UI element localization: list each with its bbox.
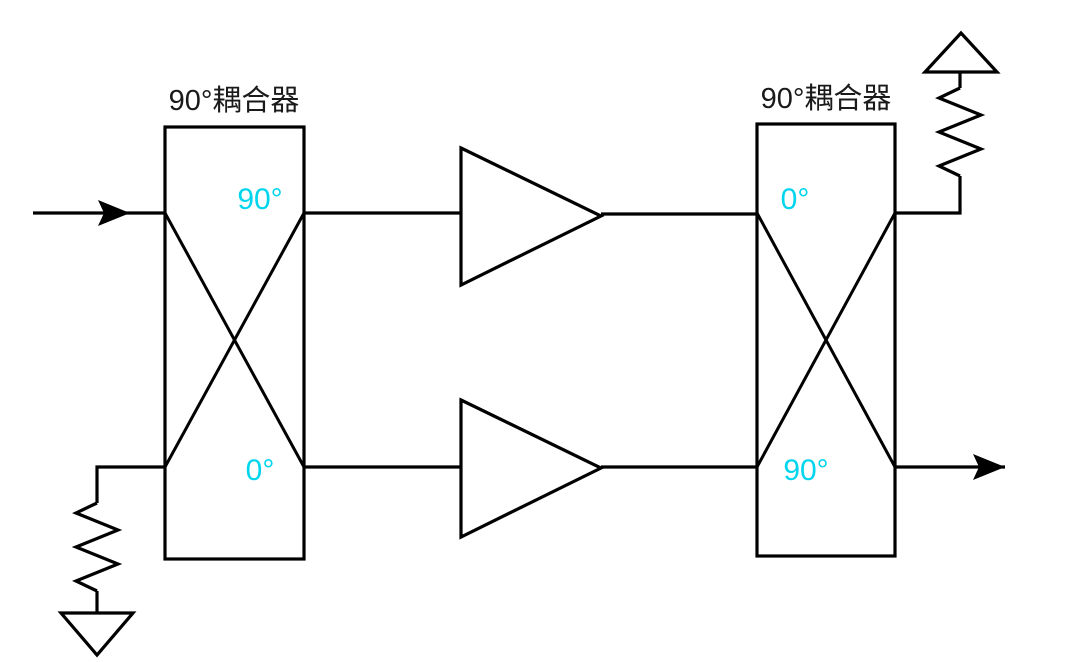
rf-output-arrow-icon <box>973 454 1005 480</box>
right-coupler-title: 90°耦合器 <box>761 82 892 115</box>
top-amplifier <box>459 145 605 288</box>
bottom-amplifier <box>459 397 605 540</box>
top-right-termination-wire <box>895 176 962 215</box>
rf-input-port <box>33 200 165 226</box>
left-coupler-port-bottom-label: 0° <box>246 454 275 487</box>
right-coupler-diagonal-b <box>755 212 897 468</box>
rf-input-arrow-icon <box>98 200 130 226</box>
top-amplifier-triangle <box>459 145 605 288</box>
left-coupler-title: 90°耦合器 <box>169 84 300 117</box>
bottom-left-resistor-icon <box>71 501 123 593</box>
top-right-resistor-icon <box>934 86 986 178</box>
right-coupler-port-top-label: 0° <box>781 183 810 216</box>
left-coupler-diagonal-b <box>163 212 306 468</box>
bottom-left-termination-wire <box>95 465 165 503</box>
bottom-amplifier-triangle <box>459 397 605 540</box>
rf-output-port <box>895 454 1005 480</box>
left-coupler-body <box>163 125 306 561</box>
bottom-left-termination <box>57 465 165 658</box>
bottom-left-ground-icon <box>57 611 137 658</box>
left-coupler <box>163 125 306 561</box>
top-right-ground-icon <box>921 30 1001 74</box>
right-coupler <box>755 122 897 558</box>
right-coupler-port-bottom-label: 90° <box>783 454 828 487</box>
left-coupler-port-top-label: 90° <box>237 183 282 216</box>
top-right-termination <box>895 30 1001 215</box>
right-coupler-body <box>755 122 897 558</box>
